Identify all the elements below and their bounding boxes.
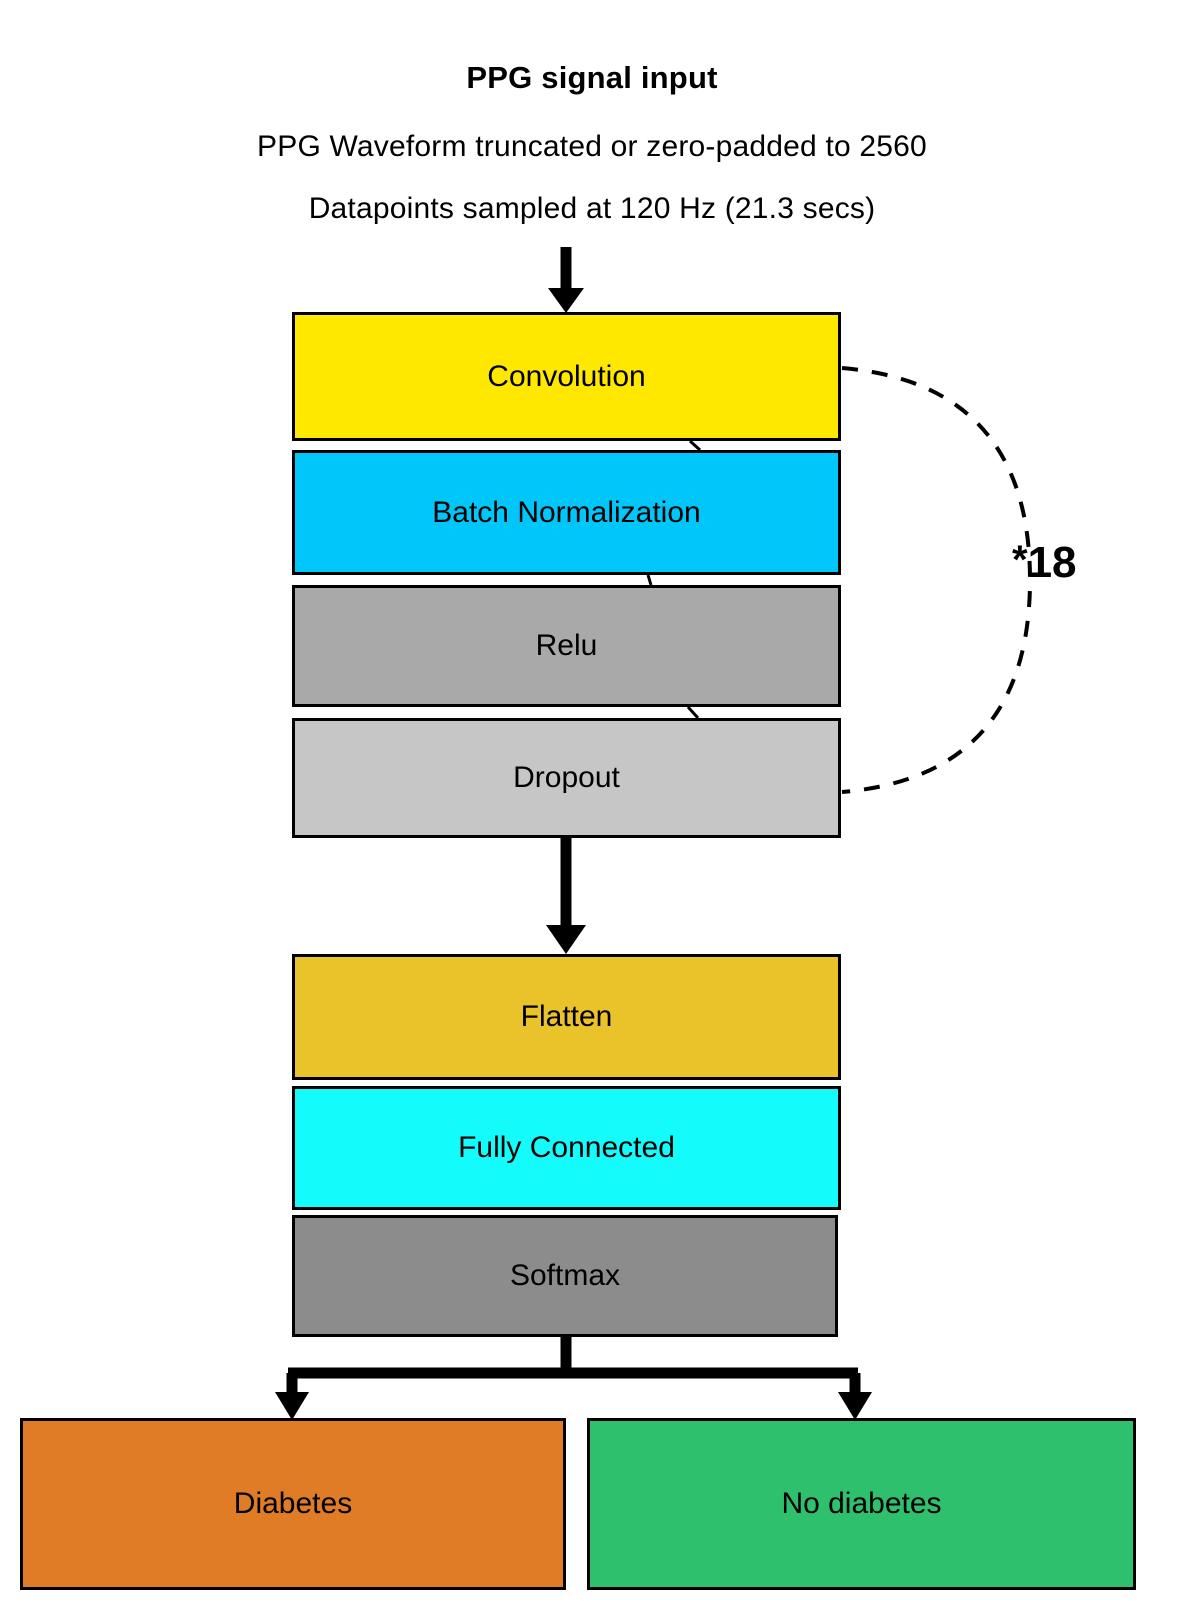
- input-description-line-1: PPG Waveform truncated or zero-padded to…: [257, 130, 927, 163]
- output-box-diabetes-label: Diabetes: [233, 1487, 353, 1520]
- block-convolution-label: Convolution: [487, 359, 646, 393]
- block-flatten[interactable]: Flatten: [292, 954, 841, 1080]
- block-relu[interactable]: Relu: [292, 585, 841, 707]
- asterisk-icon: *: [1012, 538, 1028, 582]
- arrow-input-to-convolution: [548, 247, 584, 313]
- output-box-no-diabetes[interactable]: No diabetes: [587, 1418, 1136, 1590]
- block-fully-connected-label: Fully Connected: [458, 1131, 675, 1164]
- block-fully-connected[interactable]: Fully Connected: [292, 1086, 841, 1210]
- arrow-softmax-to-outputs: [275, 1337, 872, 1420]
- block-softmax-label: Softmax: [509, 1259, 621, 1292]
- block-dropout-label: Dropout: [513, 761, 620, 794]
- block-softmax[interactable]: Softmax: [292, 1215, 838, 1337]
- repeat-count-value: 18: [1027, 538, 1077, 587]
- block-dropout[interactable]: Dropout: [292, 718, 841, 838]
- block-relu-label: Relu: [535, 629, 598, 662]
- repeat-count-label: *18: [1012, 538, 1077, 588]
- page-title: PPG signal input: [466, 60, 718, 95]
- output-box-diabetes[interactable]: Diabetes: [20, 1418, 566, 1590]
- block-batch-normalization-label: Batch Normalization: [432, 495, 701, 529]
- block-batch-normalization[interactable]: Batch Normalization: [292, 450, 841, 575]
- repeat-loop-arc: [841, 366, 1033, 794]
- arrow-dropout-to-flatten: [546, 838, 586, 954]
- block-flatten-label: Flatten: [520, 1000, 613, 1033]
- input-description-line-2: Datapoints sampled at 120 Hz (21.3 secs): [308, 192, 876, 225]
- output-box-no-diabetes-label: No diabetes: [781, 1487, 942, 1520]
- block-convolution[interactable]: Convolution: [292, 312, 841, 441]
